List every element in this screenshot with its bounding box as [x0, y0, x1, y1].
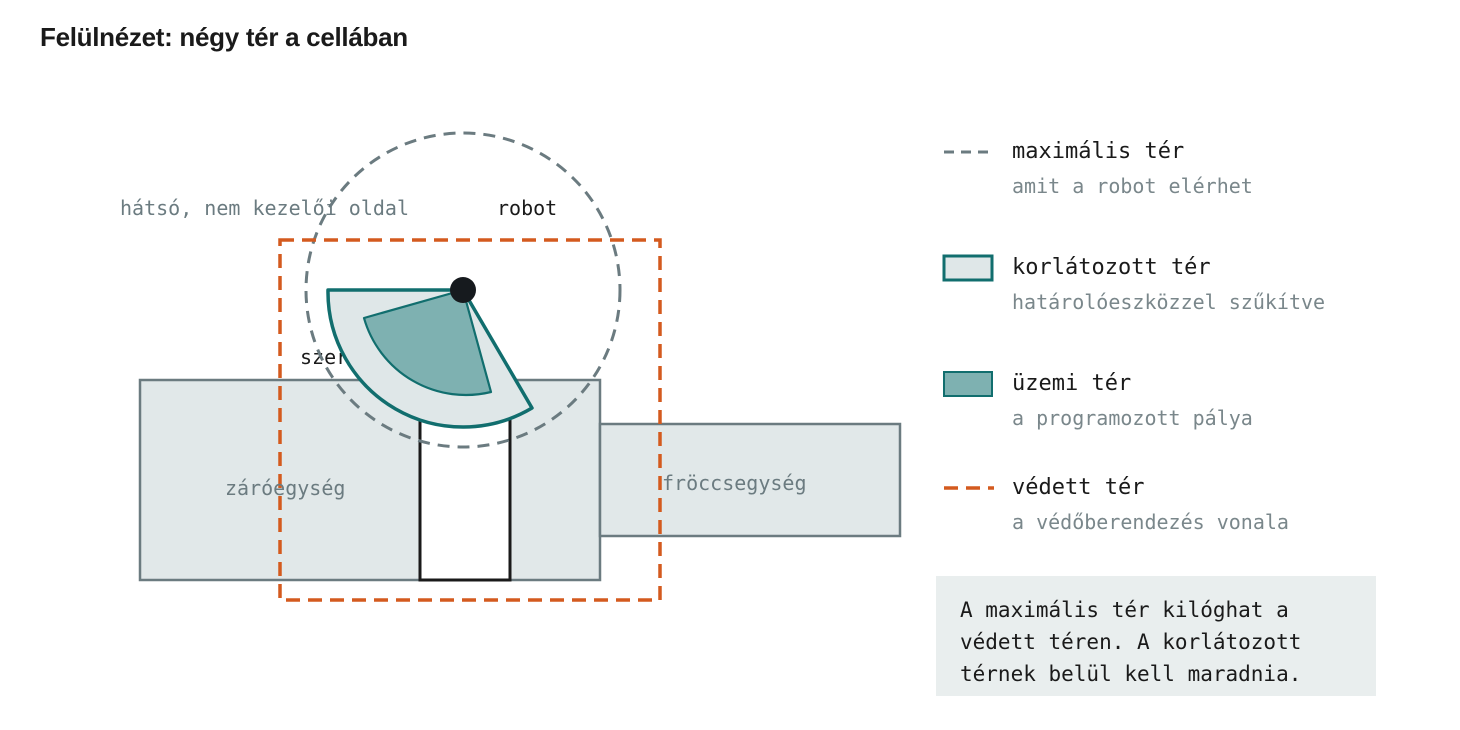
maximum-space [304, 131, 622, 449]
injection-unit [598, 422, 902, 538]
legend-subtitle: határolóeszközzel szűkítve [1012, 290, 1326, 314]
back-side-label: hátsó, nem kezelői oldal [120, 196, 409, 220]
legend-title: üzemi tér [1012, 371, 1132, 396]
legend-title: maximális tér [1012, 139, 1185, 164]
legend-subtitle: a védőberendezés vonala [1012, 510, 1289, 534]
operating-space [362, 288, 493, 397]
dashed-orange-line-icon [944, 486, 994, 490]
legend-title: korlátozott tér [1012, 255, 1211, 280]
injection-unit-label: fröccsegység [662, 471, 807, 495]
dashed-gray-line-icon [944, 150, 994, 154]
robot-base [450, 277, 476, 303]
legend-subtitle: a programozott pálya [1012, 406, 1253, 430]
restricted-swatch-icon [942, 254, 994, 282]
robot-label: robot [497, 196, 557, 220]
page-title: Felülnézet: négy tér a cellában [40, 22, 408, 52]
safeguarded-space [278, 238, 662, 602]
mould [418, 408, 512, 582]
note-box: A maximális tér kilóghat a védett téren.… [936, 576, 1376, 696]
cell-top-view-diagram: szerszám hátsó, nem kezelői oldal robot … [120, 131, 902, 602]
operating-swatch-icon [943, 371, 993, 397]
legend-title: védett tér [1012, 475, 1145, 500]
clamp-unit-label: záróegység [225, 476, 345, 500]
legend-subtitle: amit a robot elérhet [1012, 174, 1253, 198]
